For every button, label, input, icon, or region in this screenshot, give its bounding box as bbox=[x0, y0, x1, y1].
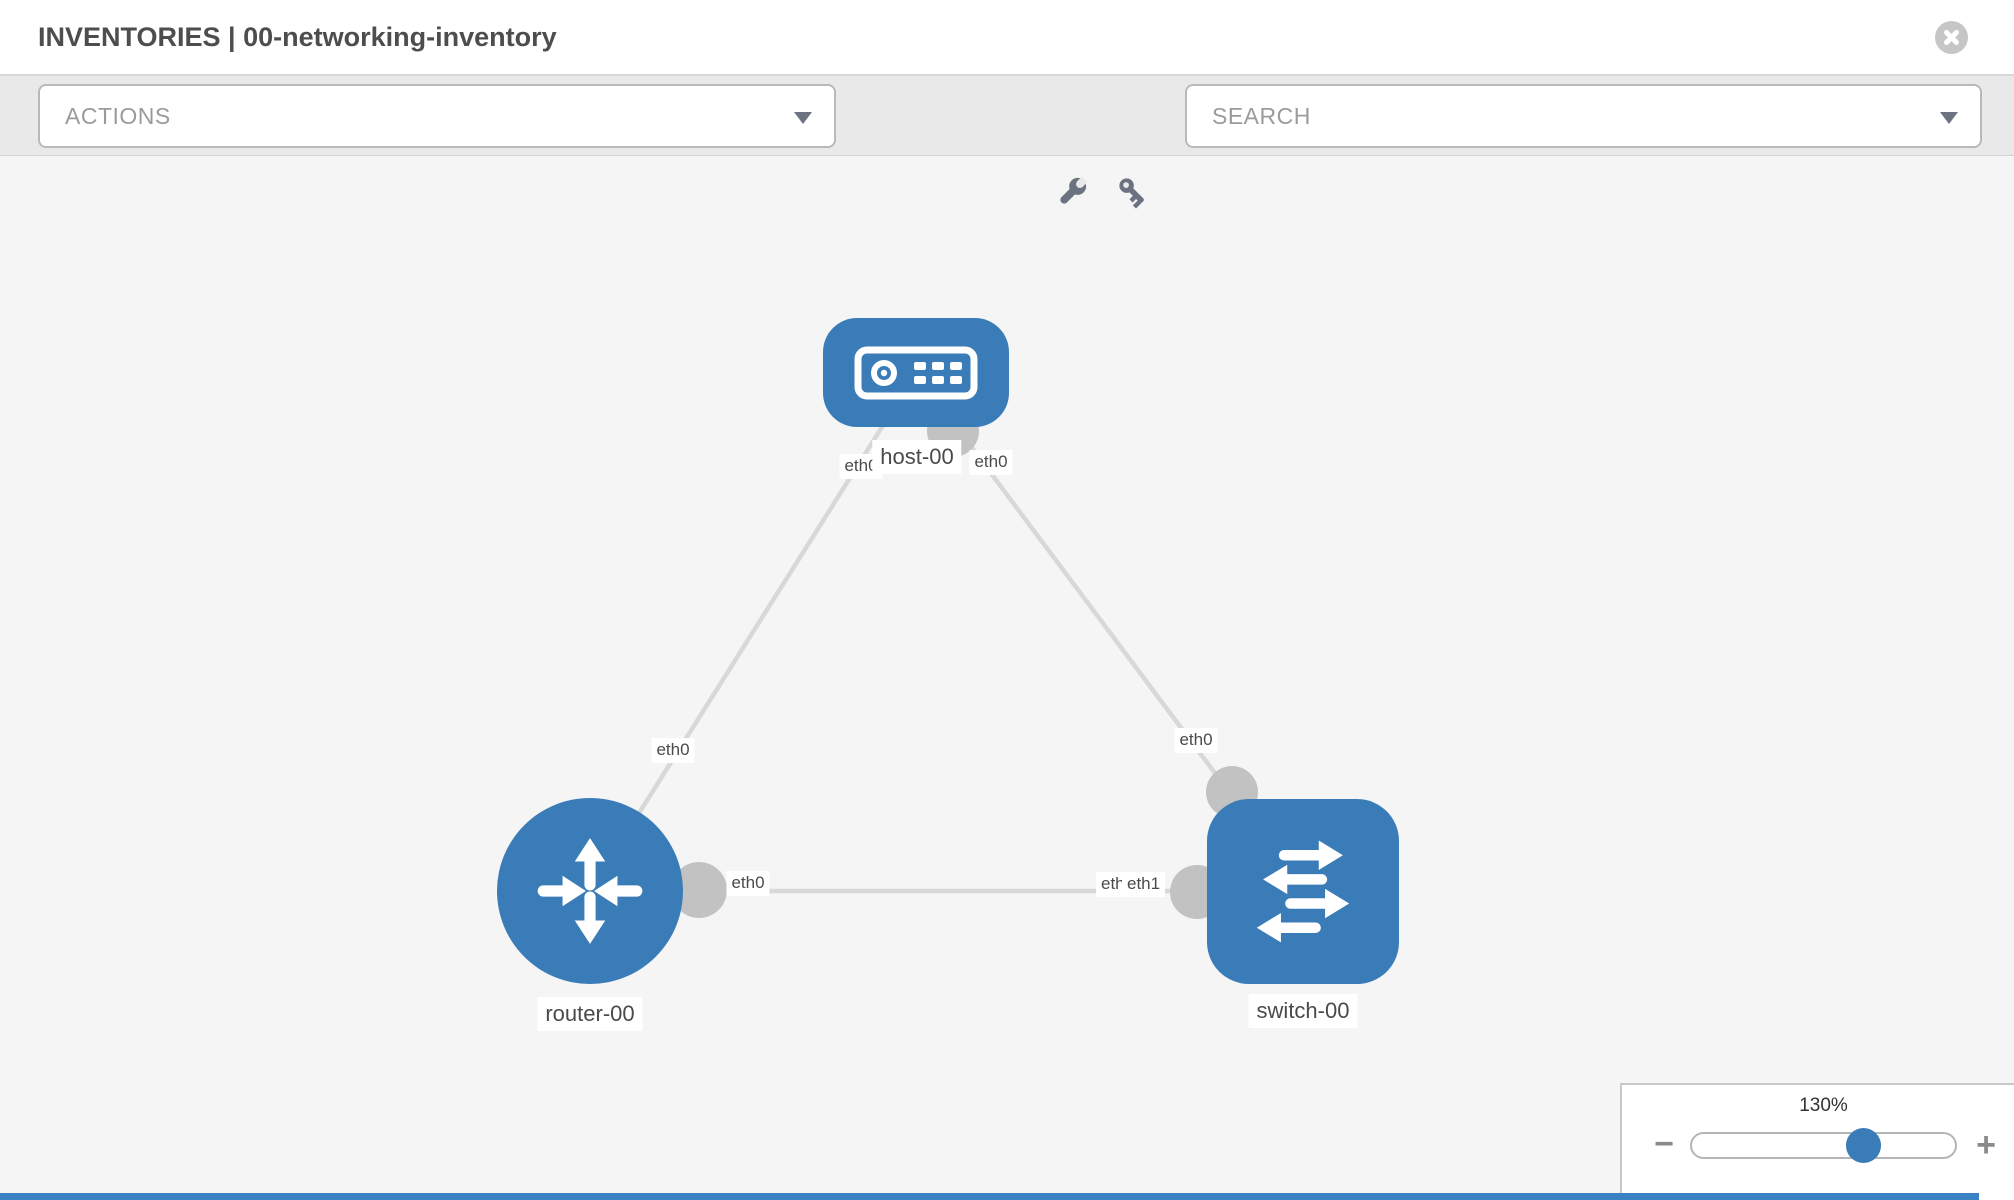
actions-dropdown-label: ACTIONS bbox=[65, 102, 171, 129]
link-endpoints bbox=[671, 405, 1258, 919]
interface-label: eth0 bbox=[726, 871, 770, 896]
router-icon bbox=[537, 838, 643, 944]
header: INVENTORIES | 00-networking-inventory bbox=[0, 0, 2014, 76]
host-icon bbox=[854, 346, 978, 400]
chevron-down-icon bbox=[1940, 112, 1958, 124]
node-label-router-00: router-00 bbox=[537, 997, 643, 1031]
zoom-in-button[interactable]: + bbox=[1976, 1126, 1996, 1164]
zoom-slider[interactable] bbox=[1690, 1128, 1957, 1163]
node-label-switch-00: switch-00 bbox=[1248, 994, 1358, 1028]
links-layer bbox=[588, 371, 1305, 919]
page-title: INVENTORIES | 00-networking-inventory bbox=[38, 21, 557, 52]
toolbar: ACTIONS SEARCH bbox=[0, 76, 2014, 209]
node-router-00[interactable] bbox=[497, 798, 683, 984]
zoom-level-value: 130% bbox=[1799, 1095, 1848, 1116]
close-icon[interactable] bbox=[1935, 21, 1968, 54]
key-icon[interactable] bbox=[1116, 175, 1150, 209]
interface-label: eth0 bbox=[1174, 728, 1218, 753]
chevron-down-icon bbox=[794, 112, 812, 124]
interface-label: eth0 bbox=[969, 450, 1013, 475]
interface-label: eth1 bbox=[1122, 872, 1166, 897]
overlapping-interface-labels: eth0 eth1 bbox=[1096, 872, 1176, 899]
search-input[interactable]: SEARCH bbox=[1185, 84, 1982, 148]
zoom-out-button[interactable]: − bbox=[1654, 1125, 1674, 1163]
bottom-accent-bar bbox=[0, 1193, 1979, 1200]
search-placeholder: SEARCH bbox=[1212, 102, 1311, 129]
switch-icon bbox=[1256, 840, 1350, 943]
wrench-icon[interactable] bbox=[1055, 175, 1089, 209]
topology-canvas[interactable]: eth0 host-00 eth0 eth0 eth0 eth0 eth0 et… bbox=[0, 157, 2014, 1200]
actions-dropdown[interactable]: ACTIONS bbox=[38, 84, 836, 148]
node-label-host-00: host-00 bbox=[872, 440, 962, 474]
zoom-control-panel: 130% − + bbox=[1620, 1083, 2014, 1200]
interface-label: eth0 bbox=[651, 738, 695, 763]
node-switch-00[interactable] bbox=[1207, 799, 1399, 984]
endpoint-router-right[interactable] bbox=[671, 862, 727, 918]
node-host-00[interactable] bbox=[823, 318, 1009, 427]
zoom-slider-thumb[interactable] bbox=[1846, 1128, 1881, 1163]
